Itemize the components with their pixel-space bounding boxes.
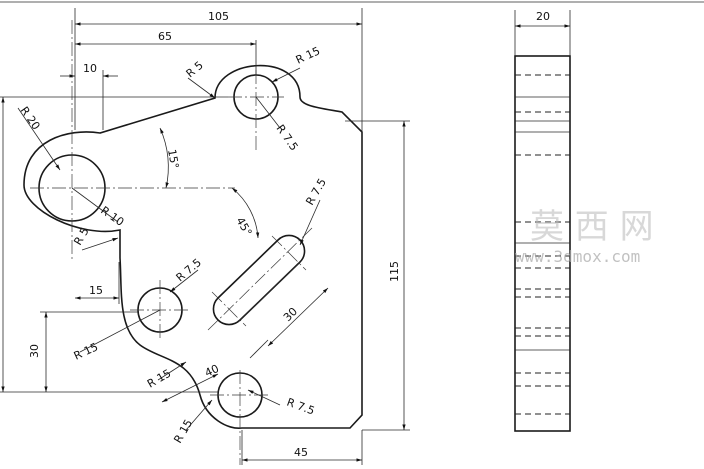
dim-bottom-width: 45 (294, 446, 308, 459)
dim-r-fillet-top: R 5 (184, 59, 206, 81)
dim-thickness: 20 (536, 10, 550, 23)
dim-r-fillet-left: R 5 (71, 225, 91, 247)
dim-r-bottom-left: R 15 (145, 367, 173, 391)
dim-mid-offset: 15 (89, 284, 103, 297)
part-outline (23, 64, 363, 429)
dim-angle-45: 45° (233, 215, 254, 238)
dim-overall-height: 115 (388, 261, 401, 282)
side-outline (514, 55, 571, 432)
dim-mid-height: 30 (28, 344, 41, 358)
dim-slot-length: 30 (281, 305, 300, 324)
dim-offset-top: 10 (83, 62, 97, 75)
dim-angle-15: 15° (165, 148, 181, 169)
dim-r-mid-lower: R 15 (72, 340, 100, 362)
dim-r-top-hole: R 7.5 (274, 122, 301, 153)
dim-overall-width: 105 (208, 10, 229, 23)
dim-upper-width: 65 (158, 30, 172, 43)
side-view (514, 10, 571, 432)
dim-r-left-outer: R 20 (18, 104, 43, 132)
front-view (0, 8, 410, 465)
dim-bottom-spacing: 40 (203, 362, 221, 380)
dim-slot-r: R 7.5 (303, 176, 329, 207)
watermark-url: www.3dmox.com (515, 247, 640, 266)
dim-r-top-outer: R 15 (294, 44, 322, 66)
dim-bottom-hole-r: R 7.5 (285, 396, 316, 418)
dim-r-bottom-fillet: R 15 (171, 417, 195, 445)
watermark-cn: 莫 西 网 (530, 207, 654, 247)
dim-r-left-hole: R 10 (98, 204, 126, 229)
dim-mid-hole-r: R 7.5 (174, 256, 204, 284)
